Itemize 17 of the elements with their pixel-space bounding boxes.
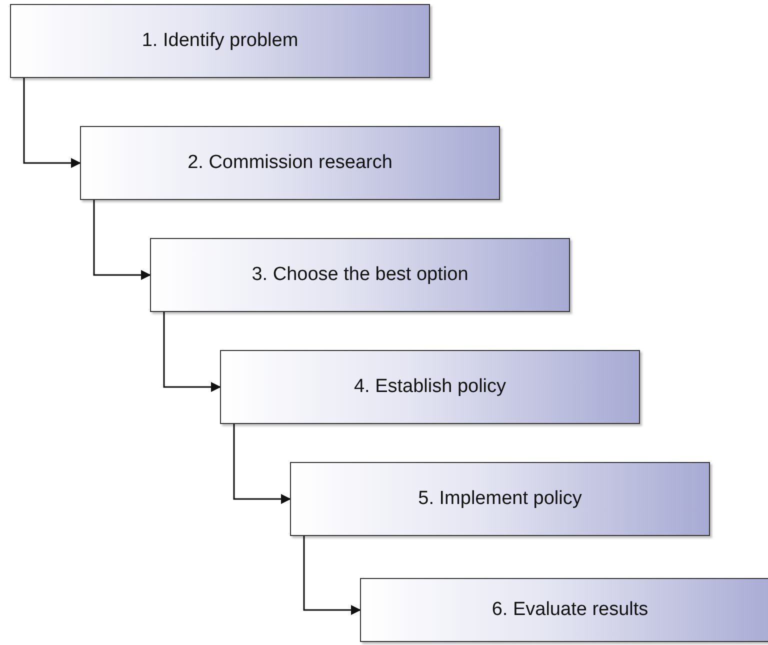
process-box <box>290 462 710 536</box>
step-label: 6. Evaluate results <box>492 599 648 621</box>
arrow <box>23 78 81 168</box>
process-box <box>360 578 768 642</box>
process-box <box>220 350 640 424</box>
step-label: 5. Implement policy <box>418 488 582 510</box>
arrow <box>233 424 291 504</box>
arrow <box>93 200 151 280</box>
process-box <box>80 126 500 200</box>
process-box <box>150 238 570 312</box>
step-label: 2. Commission research <box>188 152 392 174</box>
process-box <box>10 4 430 78</box>
step-label: 4. Establish policy <box>354 376 506 398</box>
step-label: 1. Identify problem <box>142 30 298 52</box>
arrow <box>303 536 361 615</box>
step-label: 3. Choose the best option <box>252 264 468 286</box>
arrow <box>163 312 221 392</box>
